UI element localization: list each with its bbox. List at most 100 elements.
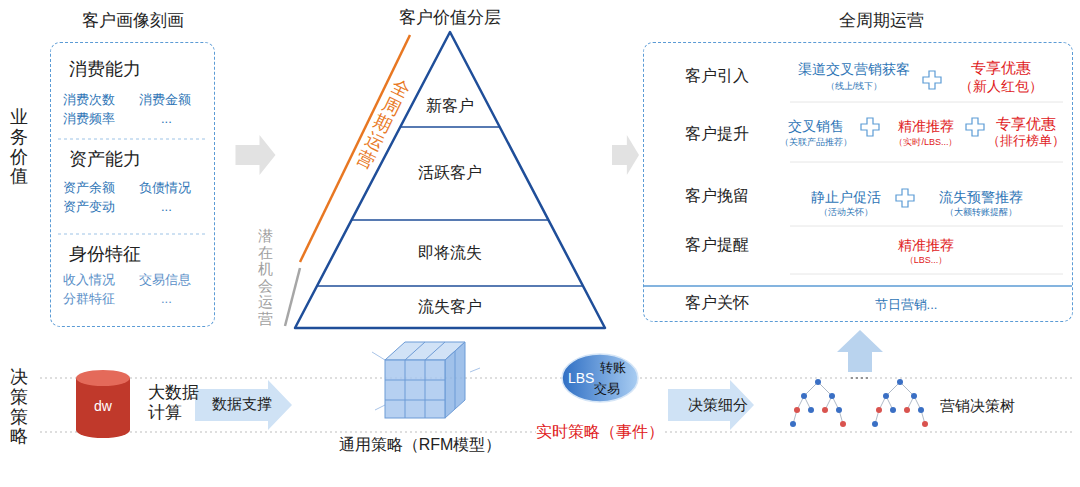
heading: 客户画像刻画 xyxy=(82,11,184,31)
node-text: 静止户促活 xyxy=(811,189,881,205)
tree-node xyxy=(883,393,889,399)
tree-node xyxy=(790,421,796,427)
node-text: 客户提升 xyxy=(685,125,749,143)
caption-label: 通用策略（RFM模型） xyxy=(335,436,505,454)
node-text: ... xyxy=(161,200,172,215)
node-text: 流失预警推荐 xyxy=(939,189,1023,205)
flow-arrow xyxy=(668,380,754,430)
node-text: 专享优惠 xyxy=(971,59,1031,76)
caption-label: 数据支撑 xyxy=(212,395,272,412)
dot xyxy=(851,377,853,379)
node-text: 客户引入 xyxy=(685,67,749,85)
separator xyxy=(644,285,1072,287)
node-text: 精准推荐 xyxy=(898,237,954,253)
heading: 全周期运营 xyxy=(839,11,924,31)
dot xyxy=(866,377,868,379)
node-text: ... xyxy=(161,112,172,127)
node-text: 负债情况 xyxy=(139,181,191,196)
node-text: 消费频率 xyxy=(63,112,115,127)
node-text: （LBS...） xyxy=(905,255,948,265)
plus-icon xyxy=(896,189,914,207)
plus-icon xyxy=(923,71,941,89)
cylinder-body xyxy=(76,378,130,438)
node-text: 资产余额 xyxy=(63,181,115,196)
pyramid-layer: 流失客户 xyxy=(330,286,570,328)
tree-node xyxy=(890,407,896,413)
node-text: 身份特征 xyxy=(69,244,141,265)
pyramid-layer: 活跃客户 xyxy=(380,127,520,220)
flow-arrow xyxy=(195,380,292,430)
flow-arrow xyxy=(612,135,639,175)
node-text: 客户关怀 xyxy=(685,294,749,312)
plus-icon xyxy=(861,118,879,136)
tree-node xyxy=(922,421,928,427)
node-text: （关联产品推荐） xyxy=(780,137,852,147)
node-text: 交易 xyxy=(594,382,620,397)
tree-node xyxy=(904,407,910,413)
up-arrow xyxy=(837,330,883,372)
row-line xyxy=(790,274,1063,275)
node-text: 新客户 xyxy=(426,97,474,115)
node-text: （新人红包） xyxy=(959,78,1043,94)
caption-label: 大数据计算 xyxy=(148,383,202,422)
cube-icon xyxy=(372,342,480,418)
operation-panel: 全周期运营客户引入渠道交叉营销获客（线上/线下）专享优惠（新人红包）客户提升交叉… xyxy=(643,42,1073,322)
row-line xyxy=(790,102,1063,103)
node-text: 流失客户 xyxy=(418,298,482,316)
layer-line xyxy=(352,219,549,221)
node-text: 客户提醒 xyxy=(685,236,749,254)
guide-line xyxy=(40,378,1075,379)
node-text: 收入情况 xyxy=(63,273,115,288)
node-text: 渠道交叉营销获客 xyxy=(798,61,910,77)
node-text: 交易信息 xyxy=(139,273,191,288)
side-label: 业务价值 xyxy=(10,108,28,187)
node-text: ... xyxy=(161,292,172,307)
potential-line xyxy=(285,268,300,326)
row-line xyxy=(790,226,1063,227)
node-text: 活跃客户 xyxy=(418,164,482,182)
node-text: 专享优惠 xyxy=(996,115,1056,132)
pyramid-outline xyxy=(295,32,605,328)
node-text: 资产能力 xyxy=(69,149,141,170)
separator xyxy=(58,139,207,140)
caption-label: 决策细分 xyxy=(688,396,748,413)
profile-panel: 客户画像刻画消费能力消费次数消费金额消费频率...资产能力资产余额负债情况资产变… xyxy=(50,42,215,327)
node-text: （实时/LBS...） xyxy=(894,137,957,147)
separator xyxy=(58,234,207,235)
caption-label: 营销决策树 xyxy=(940,397,1015,414)
tree-node xyxy=(822,407,828,413)
plus-icon xyxy=(966,118,984,136)
tree-node xyxy=(829,393,835,399)
node-text: 分群特征 xyxy=(63,292,115,307)
tree-node xyxy=(808,407,814,413)
pyramid-layer: 新客户 xyxy=(410,90,490,122)
pyramid-layer: 即将流失 xyxy=(350,220,550,286)
tree-node xyxy=(815,379,821,385)
tree-node xyxy=(836,407,842,413)
node-text: （线上/线下） xyxy=(826,81,883,91)
tree-node xyxy=(911,393,917,399)
row-line xyxy=(790,162,1063,163)
flow-arrow xyxy=(236,135,276,175)
side-label: 决策策略 xyxy=(10,368,28,447)
node-text: 精准推荐 xyxy=(898,118,954,134)
node-text: 消费能力 xyxy=(69,59,141,80)
tree-node xyxy=(872,421,878,427)
caption-label: 实时策略（事件） xyxy=(536,423,664,441)
database-cylinder: dw xyxy=(74,368,132,440)
tree-node xyxy=(918,407,924,413)
node-text: 客户挽留 xyxy=(685,187,749,205)
layer-line xyxy=(400,126,499,128)
node-text: 消费金额 xyxy=(139,93,191,108)
node-text: 消费次数 xyxy=(63,93,115,108)
node-text: （排行榜单） xyxy=(987,134,1065,149)
node-text: 即将流失 xyxy=(418,244,482,262)
heading: 客户价值分层 xyxy=(399,8,501,28)
event-ellipse: 转账LBS交易 xyxy=(560,342,640,408)
node-text: dw xyxy=(94,398,112,414)
node-text: LBS xyxy=(568,370,594,386)
node-text: 资产变动 xyxy=(63,200,115,215)
tree-node xyxy=(801,393,807,399)
tree-node xyxy=(897,379,903,385)
layer-line xyxy=(317,285,583,287)
